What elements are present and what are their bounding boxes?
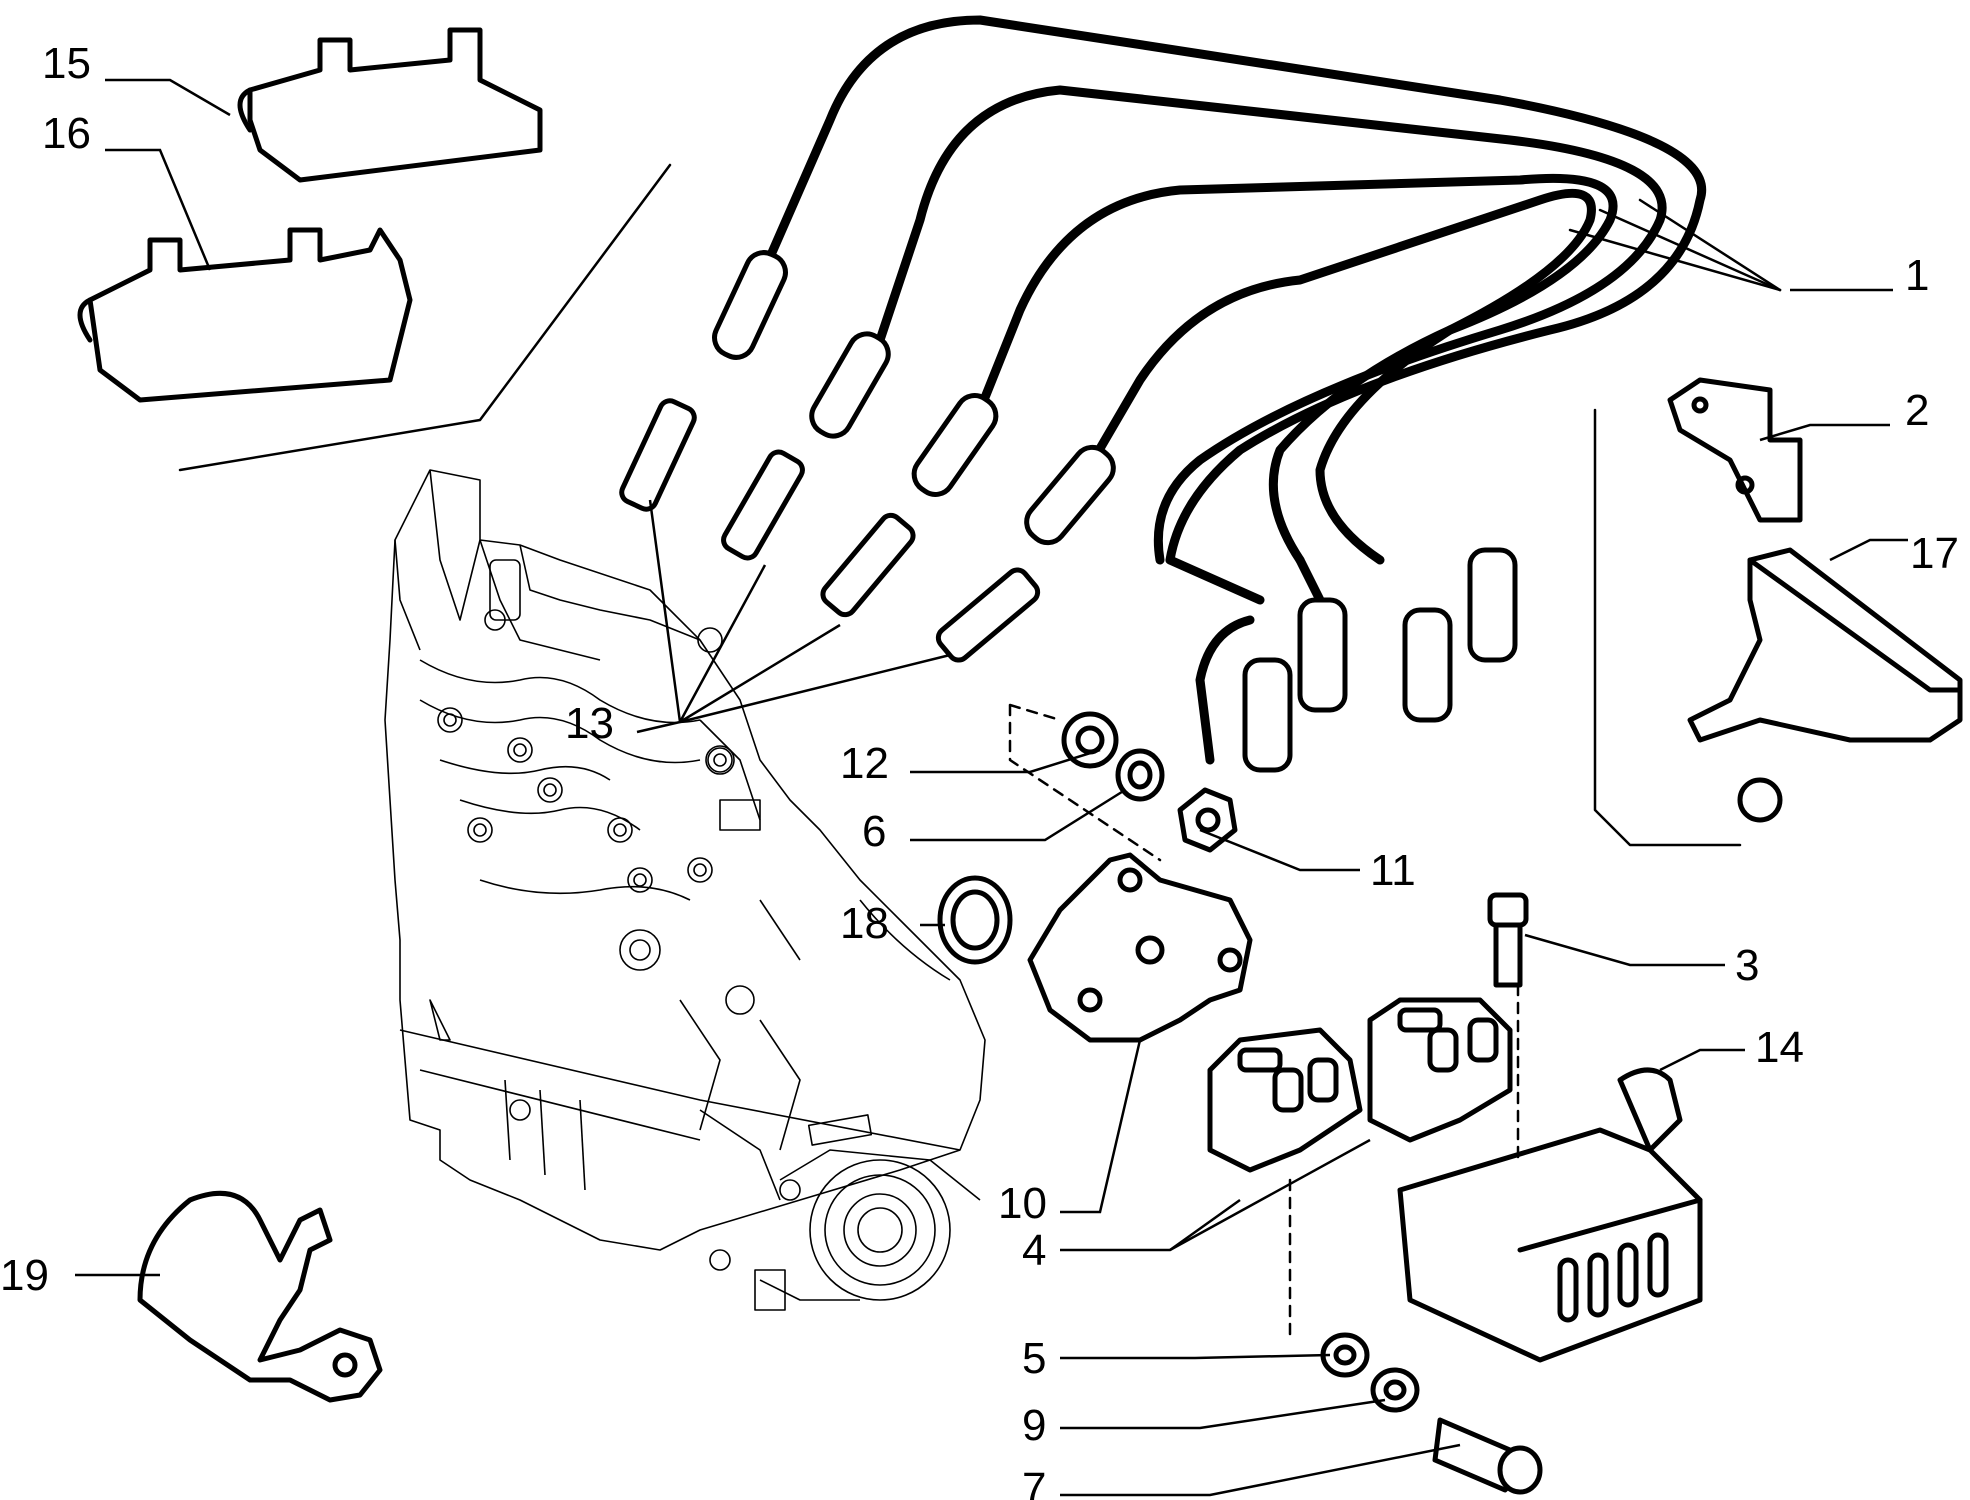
callout-4: 4 [1022,1226,1046,1275]
washer-6 [1115,748,1165,802]
bracket-17 [1687,547,1963,823]
callout-7: 7 [1022,1464,1046,1500]
leader-lines [75,78,1908,1497]
nut-11 [1177,787,1238,853]
callout-14: 14 [1755,1023,1804,1072]
assembly-dashline [1008,703,1162,862]
callout-1: 1 [1905,251,1929,300]
washer-12 [1061,711,1119,769]
ignition-coil-front [1207,1027,1363,1173]
o-ring-18 [937,875,1013,965]
coil-cover-14 [1397,1067,1703,1363]
callout-labels: 1 2 3 4 5 6 7 9 10 11 12 13 14 15 16 17 … [0,39,1959,1500]
engine-block [384,469,986,1311]
spark-plugs [619,398,1041,663]
callout-3: 3 [1735,941,1759,990]
ignition-lead-set [712,15,1782,773]
support-bracket-16 [77,227,413,403]
coil-boot [1242,547,1518,773]
clamp-19 [137,1190,383,1403]
screw-7 [1432,1417,1543,1495]
bracket-2 [1667,377,1803,523]
callout-5: 5 [1022,1334,1046,1383]
callout-16: 16 [42,109,91,158]
callout-6: 6 [862,807,886,856]
callout-12: 12 [840,739,889,788]
callout-10: 10 [998,1179,1047,1228]
callout-11: 11 [1370,846,1416,895]
callout-17: 17 [1910,529,1959,578]
divider-line-left [178,163,672,472]
support-bracket-15 [237,27,543,183]
coil-support-10 [1027,852,1253,1043]
ignition-coil-rear [1367,997,1513,1143]
washer-9 [1370,1367,1420,1413]
divider-line-right [1593,408,1742,847]
callout-2: 2 [1905,386,1929,435]
screw-3 [1487,892,1529,988]
callout-13: 13 [565,699,614,748]
callout-19: 19 [0,1251,49,1300]
callout-15: 15 [42,39,91,88]
callout-9: 9 [1022,1401,1046,1450]
spark-plug-boot [712,250,1116,546]
callout-18: 18 [840,899,889,948]
